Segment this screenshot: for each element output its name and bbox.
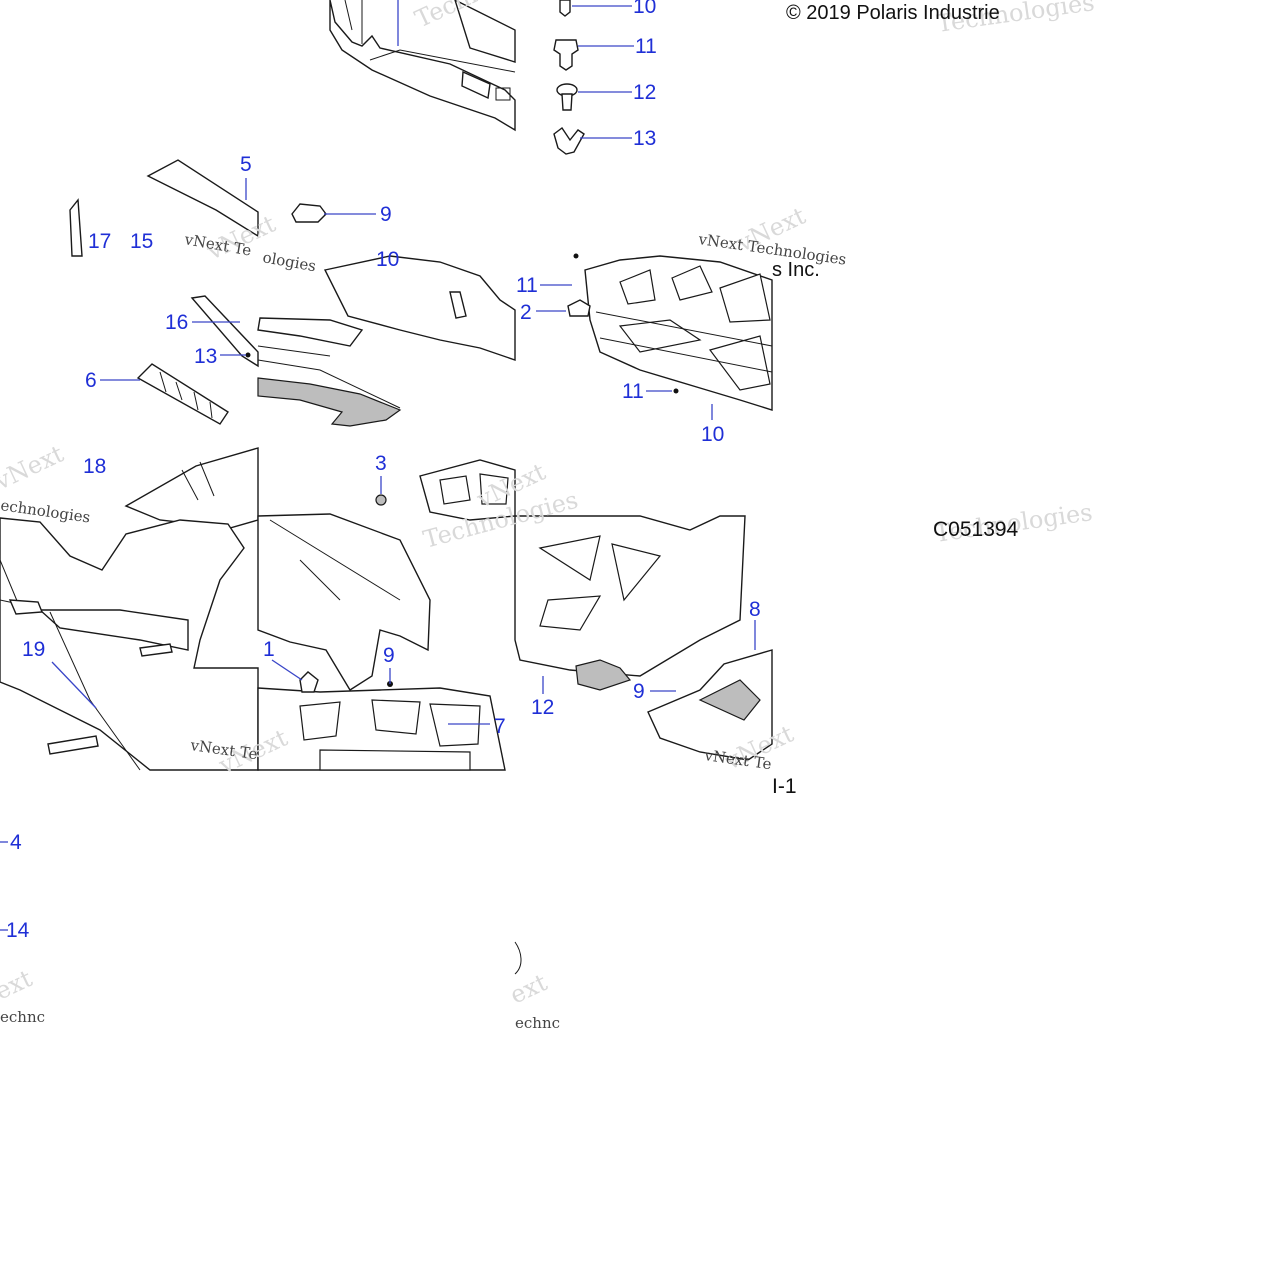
page-fragment: I-1 (772, 775, 797, 798)
frame-assembly-upper (584, 255, 773, 411)
callout-14: 14 (6, 919, 30, 942)
watermark-text: vNext (0, 440, 68, 496)
side-panel-5 (146, 159, 259, 238)
callout-9: 9 (633, 680, 645, 703)
callout-19: 19 (22, 638, 45, 661)
bottom-fragment-curve (514, 941, 522, 975)
callout-4: 4 (10, 831, 22, 854)
callout-6: 6 (85, 369, 97, 392)
fastener-flange-bolt-11 (553, 39, 579, 71)
callout-8: 8 (749, 598, 761, 621)
watermark-text: ext (0, 964, 37, 1005)
callout-9: 9 (380, 203, 392, 226)
copyright-text: © 2019 Polaris Industrie (786, 2, 1000, 24)
frame-lower-7 (257, 687, 506, 771)
figure-code: C051394 (933, 518, 1019, 541)
callout-18: 18 (83, 455, 106, 478)
clip-9-top (291, 203, 327, 223)
callout-15: 15 (130, 230, 153, 253)
callout-10: 10 (633, 0, 656, 18)
callout-7: 7 (494, 715, 506, 738)
frame-lower-right (514, 515, 746, 691)
bracket-2 (567, 299, 591, 317)
watermark-text: echnc (0, 1008, 45, 1026)
side-fender-19 (0, 517, 259, 771)
watermark-text: ext (506, 968, 552, 1009)
frame-rear-upper (419, 459, 516, 521)
callout-9: 9 (383, 644, 395, 667)
fastener-clip-13 (553, 126, 585, 155)
callout-2: 2 (520, 301, 532, 324)
callout-17: 17 (88, 230, 111, 253)
callout-13: 13 (194, 345, 217, 368)
callout-11: 11 (635, 35, 657, 58)
callout-12: 12 (633, 81, 656, 104)
fastener-bolt-10 (559, 0, 571, 17)
vent-grille-6 (136, 363, 229, 425)
skid-plate-8 (647, 649, 773, 761)
hood-top-18 (124, 447, 259, 529)
clip-1 (299, 671, 319, 693)
upper-body-panel (329, 0, 516, 132)
watermark-text: echnc (515, 1014, 560, 1032)
callout-10-fragment: 10 (376, 248, 399, 271)
leader-lines (0, 0, 756, 931)
trim-strip-16 (190, 295, 259, 368)
callout-16: 16 (165, 311, 188, 334)
hood-panel-upper (257, 255, 516, 427)
watermark-text: ologies (261, 248, 317, 275)
callout-12: 12 (531, 696, 554, 719)
callout-3: 3 (375, 452, 387, 475)
grommet-3 (375, 494, 387, 506)
hood-lower (257, 513, 431, 691)
callout-10: 10 (701, 423, 724, 446)
callout-11: 11 (516, 274, 538, 297)
callout-5: 5 (240, 153, 252, 176)
trim-strip-17 (69, 198, 83, 257)
callout-numbers: 10 11 12 13 5 9 17 15 10 11 2 16 13 6 11… (6, 0, 761, 942)
callout-13: 13 (633, 127, 656, 150)
fastener-screw-12 (556, 83, 578, 111)
copyright-fragment: s Inc. (772, 259, 820, 281)
callout-11: 11 (622, 380, 644, 403)
callout-1: 1 (263, 638, 275, 661)
